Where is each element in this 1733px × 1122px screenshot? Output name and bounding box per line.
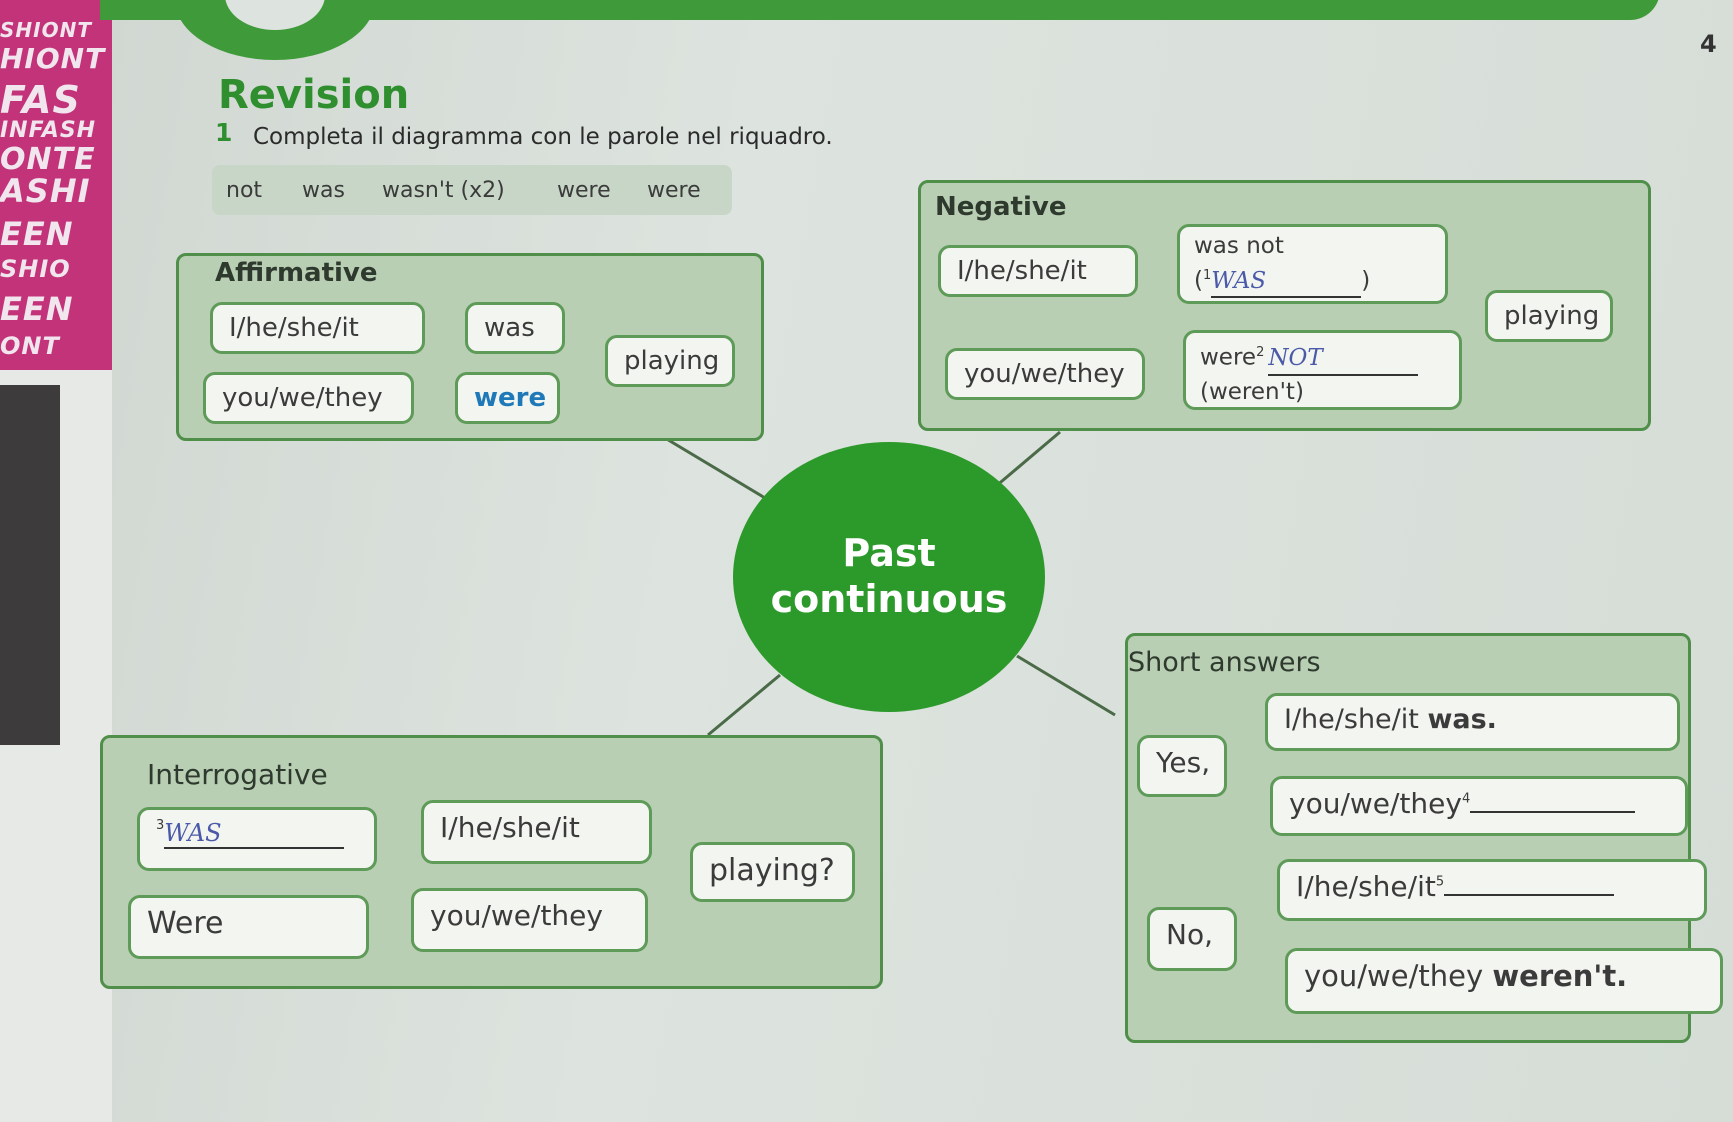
strip-word: INFASH bbox=[0, 118, 97, 143]
connector-short-answers bbox=[1016, 654, 1116, 717]
word-box: not was wasn't (x2) were were bbox=[212, 165, 732, 215]
interrogative-subject-plural: you/we/they bbox=[411, 888, 648, 952]
negative-was-not-label: was not bbox=[1194, 233, 1284, 259]
word-box-item: were bbox=[647, 178, 701, 203]
negative-title: Negative bbox=[935, 192, 1067, 222]
header-banner bbox=[100, 0, 1660, 20]
center-topic-line2: continuous bbox=[770, 577, 1008, 621]
yes-singular-subject: I/he/she/it bbox=[1284, 704, 1419, 735]
connector-interrogative bbox=[707, 673, 781, 737]
center-topic-circle bbox=[733, 442, 1045, 712]
blank-number: 3 bbox=[156, 818, 165, 833]
word-box-item: was bbox=[302, 178, 345, 203]
short-answer-no: No, bbox=[1147, 907, 1237, 971]
short-answers-title: Short answers bbox=[1128, 647, 1321, 678]
affirmative-title: Affirmative bbox=[215, 258, 378, 288]
strip-word: HIONT bbox=[0, 42, 106, 75]
short-answer-yes: Yes, bbox=[1137, 735, 1227, 797]
handwritten-answer-2: NOT bbox=[1268, 342, 1419, 376]
blank-number: 1 bbox=[1202, 268, 1212, 283]
negative-subject-singular: I/he/she/it bbox=[938, 245, 1138, 297]
strip-word: EEN bbox=[0, 290, 74, 328]
strip-word: SHIONT bbox=[0, 18, 92, 42]
side-strip-magenta bbox=[0, 0, 112, 370]
affirmative-subject-plural: you/we/they bbox=[203, 372, 414, 424]
short-answer-no-singular: I/he/she/it5 bbox=[1277, 859, 1707, 921]
connector-affirmative bbox=[659, 433, 766, 500]
handwritten-answer-1: WAS bbox=[1211, 266, 1362, 298]
strip-word: FAS bbox=[0, 78, 81, 122]
answer-blank-5 bbox=[1444, 894, 1615, 896]
affirmative-verb-was: was bbox=[465, 302, 565, 354]
yes-plural-subject: you/we/they bbox=[1289, 787, 1462, 820]
strip-word: ASHI bbox=[0, 172, 91, 210]
negative-playing: playing bbox=[1485, 290, 1613, 342]
yes-singular-verb: was. bbox=[1427, 704, 1497, 735]
page-number: 4 bbox=[1700, 30, 1717, 58]
negative-werent-label: (weren't) bbox=[1200, 378, 1304, 405]
center-topic-line1: Past bbox=[842, 531, 936, 575]
strip-word: EEN bbox=[0, 215, 74, 253]
center-topic-label: Past continuous bbox=[733, 530, 1045, 622]
negative-subject-plural: you/we/they bbox=[945, 348, 1145, 400]
short-answer-yes-singular: I/he/she/it was. bbox=[1265, 693, 1680, 751]
interrogative-title: Interrogative bbox=[147, 758, 328, 791]
no-singular-subject: I/he/she/it bbox=[1296, 870, 1436, 903]
strip-word: ONT bbox=[0, 332, 60, 360]
interrogative-playing: playing? bbox=[690, 842, 855, 902]
word-box-item: not bbox=[226, 178, 263, 203]
word-box-item: wasn't (x2) bbox=[382, 178, 505, 203]
blank-number: 4 bbox=[1461, 791, 1471, 807]
negative-blank-1-close: ) bbox=[1361, 267, 1371, 294]
strip-word: ONTE bbox=[0, 142, 96, 177]
word-box-item: were bbox=[557, 178, 611, 203]
connector-negative bbox=[994, 430, 1061, 489]
interrogative-subject-singular: I/he/she/it bbox=[421, 800, 652, 864]
blank-number: 5 bbox=[1435, 874, 1445, 890]
no-plural-subject: you/we/they bbox=[1304, 959, 1484, 993]
handwritten-answer-3: WAS bbox=[164, 819, 345, 849]
interrogative-aux-were: Were bbox=[128, 895, 369, 959]
negative-blank-1: (1WAS) bbox=[1194, 261, 1431, 298]
affirmative-verb-were: were bbox=[455, 372, 560, 424]
affirmative-playing: playing bbox=[605, 335, 735, 387]
exercise-instruction: Completa il diagramma con le parole nel … bbox=[253, 124, 833, 150]
short-answer-yes-plural: you/we/they4 bbox=[1270, 776, 1688, 836]
negative-verb-was-not: was not (1WAS) bbox=[1177, 224, 1448, 304]
no-plural-verb: weren't. bbox=[1492, 959, 1628, 993]
affirmative-subject-singular: I/he/she/it bbox=[210, 302, 425, 354]
strip-word: SHIO bbox=[0, 255, 71, 283]
side-strip-dark bbox=[0, 385, 60, 745]
exercise-number: 1 bbox=[215, 118, 233, 147]
short-answer-no-plural: you/we/they weren't. bbox=[1285, 948, 1723, 1014]
answer-blank-4 bbox=[1470, 811, 1636, 813]
negative-were-label: were bbox=[1200, 344, 1257, 371]
page-title: Revision bbox=[218, 72, 410, 118]
interrogative-blank-3: 3WAS bbox=[137, 807, 377, 871]
negative-blank-1-open: ( bbox=[1194, 267, 1203, 294]
blank-number: 2 bbox=[1256, 345, 1265, 360]
